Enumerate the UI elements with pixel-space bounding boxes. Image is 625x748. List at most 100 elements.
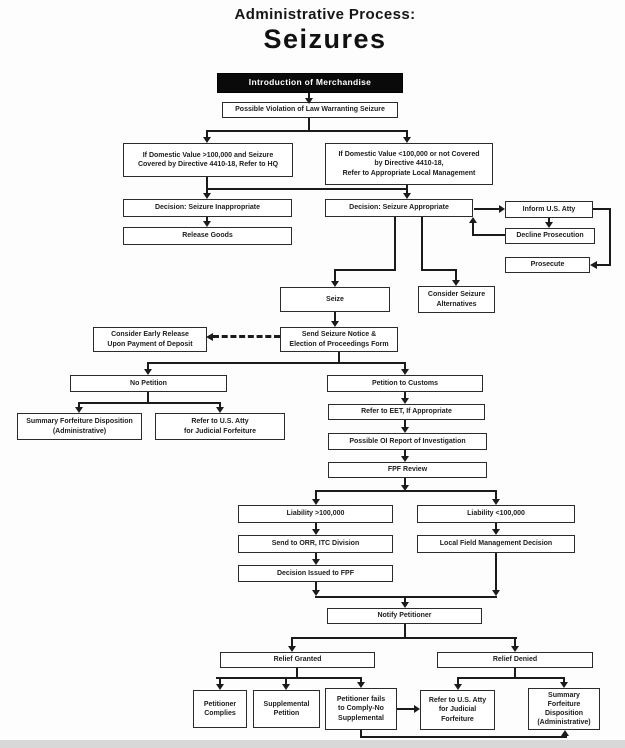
flow-line (472, 234, 505, 236)
arrowhead-left-icon (206, 333, 213, 341)
flow-line (472, 222, 474, 236)
arrowhead-down-icon (401, 485, 409, 491)
node-decision-seizure-inappropriate: Decision: Seizure Inappropriate (123, 199, 292, 217)
arrowhead-up-icon (469, 217, 477, 223)
node-local-field-decision: Local Field Management Decision (417, 535, 575, 553)
node-fpf-review: FPF Review (328, 462, 487, 478)
arrowhead-down-icon (331, 321, 339, 327)
flow-line (609, 208, 611, 266)
arrowhead-down-icon (492, 499, 500, 505)
arrowhead-down-icon (331, 281, 339, 287)
node-release-goods: Release Goods (123, 227, 292, 245)
flow-line (495, 553, 497, 591)
node-decline-prosecution: Decline Prosecution (505, 228, 595, 244)
arrowhead-down-icon (312, 499, 320, 505)
flow-line (548, 218, 550, 223)
node-introduction-of-merchandise: Introduction of Merchandise (217, 73, 403, 93)
flow-line (78, 403, 80, 408)
node-decision-issued-to-fpf: Decision Issued to FPF (238, 565, 393, 582)
flow-line (406, 185, 408, 190)
arrowhead-down-icon (401, 427, 409, 433)
flow-line (315, 491, 317, 500)
flow-line (514, 668, 516, 679)
arrowhead-down-icon (452, 280, 460, 286)
arrowhead-down-icon (560, 682, 568, 688)
flow-line (206, 177, 208, 190)
flow-line (315, 490, 497, 492)
flow-line (219, 403, 221, 408)
flow-line (394, 217, 396, 271)
flow-line (457, 678, 459, 685)
arrowhead-down-icon (144, 369, 152, 375)
arrowhead-down-icon (403, 193, 411, 199)
arrowhead-down-icon (401, 369, 409, 375)
node-possible-violation: Possible Violation of Law Warranting Sei… (222, 102, 398, 118)
arrowhead-down-icon (492, 529, 500, 535)
arrowhead-down-icon (305, 98, 313, 104)
flow-line (206, 130, 408, 132)
arrowhead-down-icon (312, 590, 320, 596)
flow-line (404, 363, 406, 369)
node-send-to-orr: Send to ORR, ITC Division (238, 535, 393, 553)
flow-line (360, 736, 567, 738)
node-possible-oi-report: Possible OI Report of Investigation (328, 433, 487, 450)
arrowhead-down-icon (545, 222, 553, 228)
flow-line (457, 677, 565, 679)
arrowhead-down-icon (403, 137, 411, 143)
flow-line (147, 362, 406, 364)
flow-line (308, 118, 310, 131)
flow-line (315, 596, 497, 598)
arrowhead-down-icon (288, 646, 296, 652)
node-consider-seizure-alternatives: Consider Seizure Alternatives (418, 286, 495, 313)
flow-line (206, 131, 208, 138)
flow-line (404, 478, 406, 488)
node-seize: Seize (280, 287, 390, 312)
arrowhead-down-icon (312, 559, 320, 565)
flow-line (514, 638, 516, 647)
flow-line (291, 638, 293, 647)
flow-line (334, 270, 336, 282)
node-decision-seizure-appropriate: Decision: Seizure Appropriate (325, 199, 473, 217)
flow-line (404, 450, 406, 457)
arrowhead-down-icon (401, 456, 409, 462)
flow-line (404, 392, 406, 399)
flow-line (360, 678, 362, 683)
flow-line (596, 264, 611, 266)
flow-line (219, 678, 221, 685)
arrowhead-down-icon (75, 407, 83, 413)
node-consider-early-release: Consider Early Release Upon Payment of D… (93, 327, 207, 352)
flow-line (404, 420, 406, 428)
node-condition-value-low: If Domestic Value <100,000 or not Covere… (325, 143, 493, 185)
flow-line (495, 491, 497, 500)
arrowhead-left-icon (590, 261, 597, 269)
page-title: Administrative Process: (234, 6, 416, 23)
flow-line (78, 402, 221, 404)
page-subtitle: Seizures (263, 24, 387, 54)
flow-line (404, 624, 406, 639)
node-liability-low: Liability <100,000 (417, 505, 575, 523)
flow-line (593, 208, 611, 210)
node-supplemental-petition: Supplemental Petition (253, 690, 320, 728)
flow-line (474, 208, 499, 210)
flow-line (421, 269, 457, 271)
node-notify-petitioner: Notify Petitioner (327, 608, 482, 624)
flow-line (315, 553, 317, 560)
arrowhead-down-icon (216, 407, 224, 413)
flow-line (421, 217, 423, 271)
flow-line (147, 363, 149, 369)
arrowhead-down-icon (216, 684, 224, 690)
arrowhead-up-icon (561, 730, 569, 736)
flow-line (455, 270, 457, 281)
arrowhead-down-icon (401, 398, 409, 404)
flow-line (296, 668, 298, 679)
node-refer-to-eet: Refer to EET, If Appropriate (328, 404, 485, 420)
node-liability-high: Liability >100,000 (238, 505, 393, 523)
flow-line (216, 677, 362, 679)
node-send-seizure-notice: Send Seizure Notice & Election of Procee… (280, 327, 398, 352)
flow-line (334, 312, 336, 322)
arrowhead-down-icon (492, 590, 500, 596)
arrowhead-down-icon (454, 684, 462, 690)
flow-line (147, 392, 149, 404)
arrowhead-down-icon (312, 529, 320, 535)
